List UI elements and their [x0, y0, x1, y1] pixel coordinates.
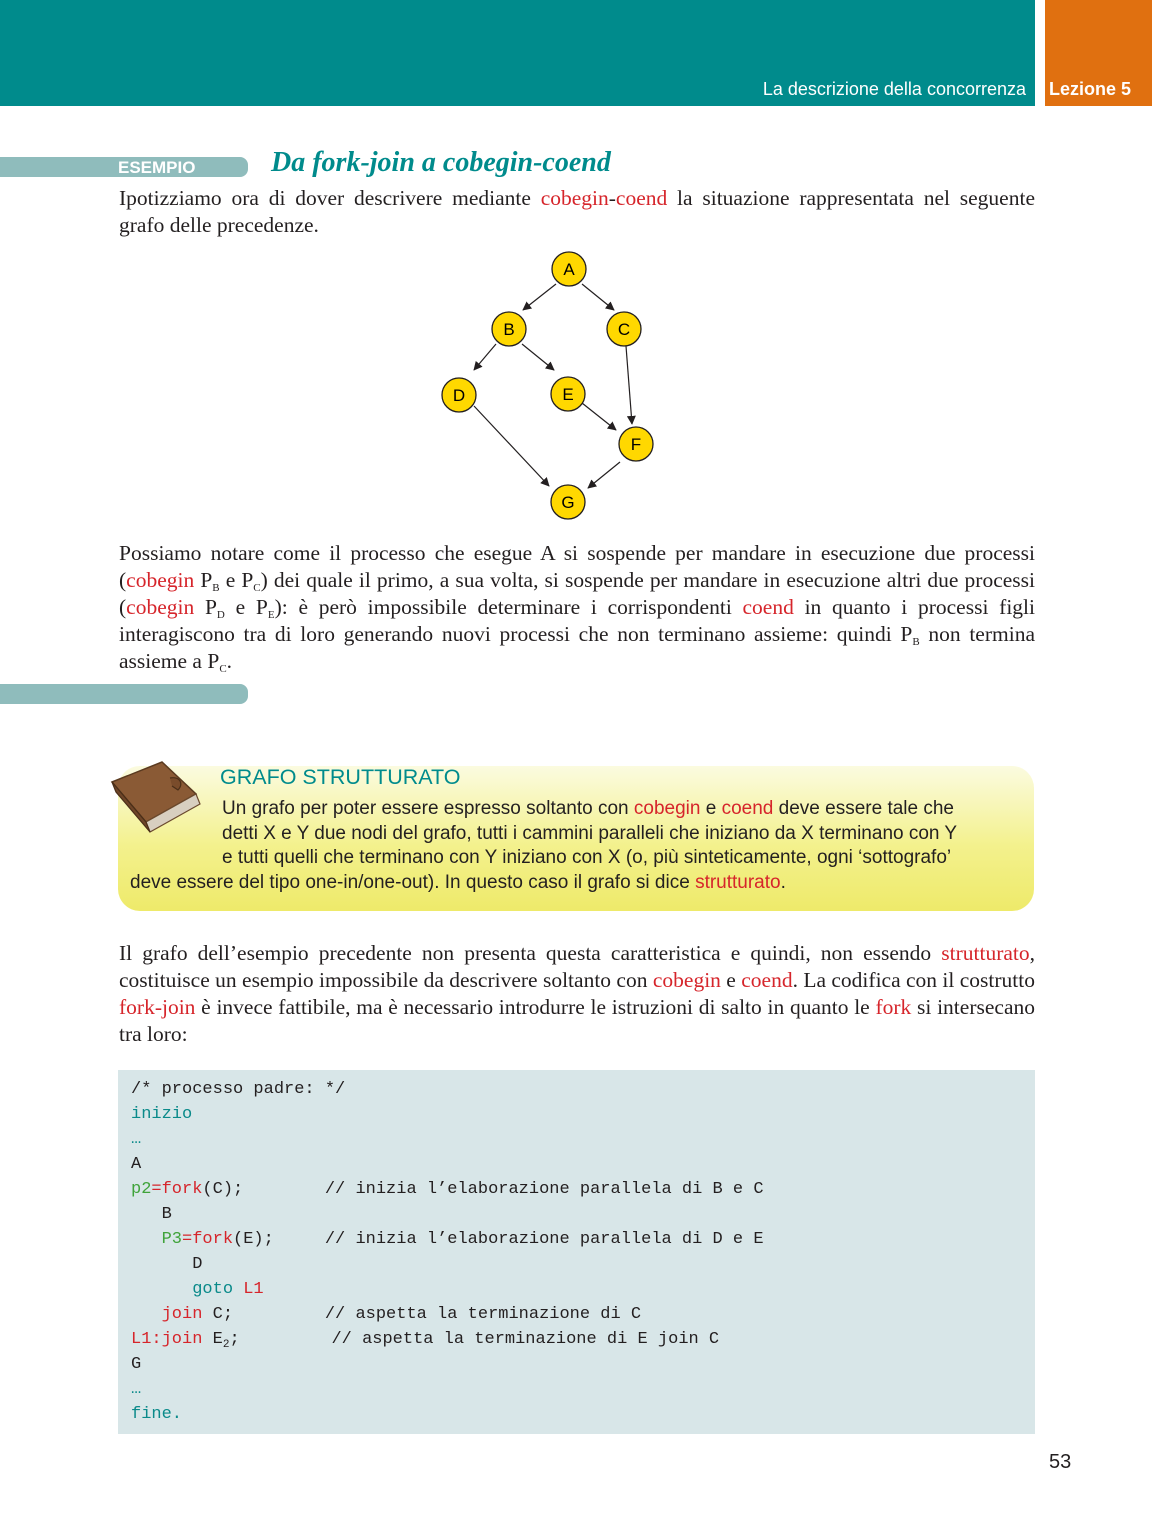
graph-node-b: B	[491, 311, 527, 347]
page-number: 53	[1049, 1451, 1072, 1473]
section-title: La descrizione della concorrenza	[762, 79, 1026, 99]
definition-box	[118, 766, 1034, 911]
definition-text: Un grafo per poter essere espresso solta…	[130, 797, 1030, 895]
svg-text:G: G	[561, 493, 574, 512]
svg-text:A: A	[563, 260, 575, 279]
edge-d-g	[473, 405, 550, 487]
graph-node-a: A	[551, 251, 587, 287]
edge-e-f	[581, 402, 617, 431]
svg-text:B: B	[503, 320, 514, 339]
graph-node-g: G	[550, 484, 586, 520]
example-label: ESEMPIO	[118, 158, 196, 177]
graph-node-d: D	[441, 377, 477, 413]
svg-text:F: F	[631, 435, 641, 454]
intro-paragraph: Ipotizziamo ora di dover descrivere medi…	[119, 186, 1035, 237]
code-listing: /* processo padre: */ inizio … A p2=fork…	[131, 1080, 764, 1424]
edge-b-d	[473, 343, 497, 371]
graph-node-e: E	[550, 376, 586, 412]
explanation-paragraph: Possiamo notare come il processo che ese…	[119, 541, 1035, 675]
graph-node-c: C	[606, 311, 642, 347]
svg-text:D: D	[453, 386, 465, 405]
definition-line: Un grafo per poter essere espresso solta…	[222, 798, 954, 819]
example-bar	[0, 157, 248, 177]
svg-text:C: C	[618, 320, 630, 339]
precedence-graph: A B C D E F G	[441, 251, 654, 520]
svg-text:E: E	[562, 385, 573, 404]
graph-edges	[473, 283, 636, 489]
edge-f-g	[587, 461, 621, 489]
example-end-bar	[0, 684, 248, 704]
definition-line: e tutti quelli che terminano con Y inizi…	[222, 847, 952, 868]
edge-b-e	[521, 343, 555, 371]
header-band	[0, 0, 1035, 106]
example-title: Da fork-join a cobegin-coend	[271, 147, 611, 178]
code-listing-box	[118, 1070, 1035, 1434]
notebook-icon	[110, 761, 201, 833]
edge-a-b	[522, 283, 557, 311]
header-lesson-tab	[1045, 0, 1152, 106]
lesson-label: Lezione 5	[1049, 79, 1132, 99]
definition-line: deve essere del tipo one-in/one-out). In…	[130, 871, 786, 893]
definition-line: detti X e Y due nodi del grafo, tutti i …	[222, 822, 958, 844]
definition-title: GRAFO STRUTTURATO	[220, 765, 461, 789]
edge-c-f	[625, 345, 636, 425]
conclusion-paragraph: Il grafo dell’esempio precedente non pre…	[119, 941, 1036, 1046]
graph-node-f: F	[618, 426, 654, 462]
edge-a-c	[581, 283, 615, 311]
